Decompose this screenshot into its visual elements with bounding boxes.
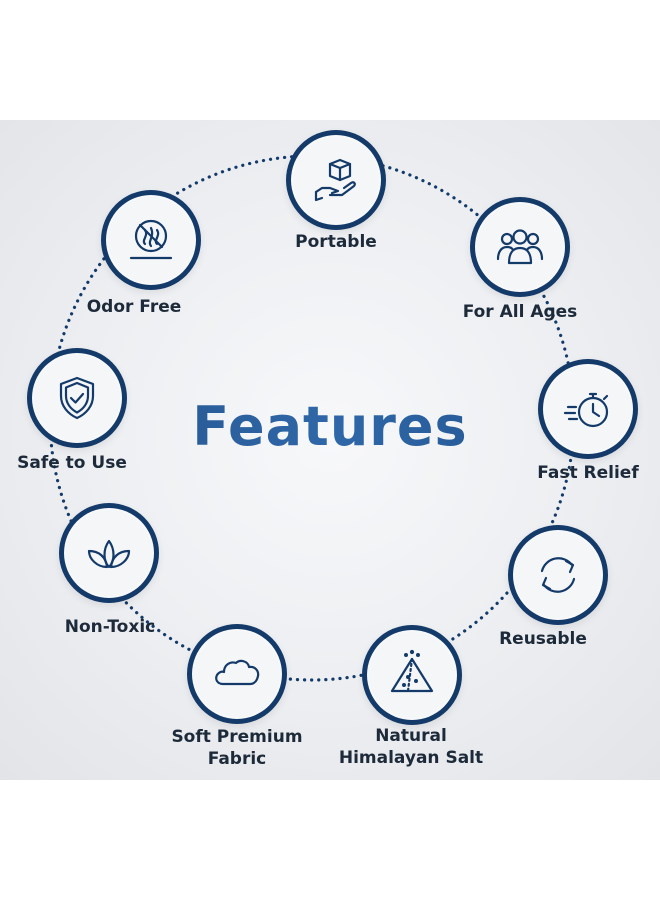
feature-label: Reusable: [499, 629, 587, 649]
portable-badge: [293, 137, 379, 223]
soft-fabric-badge: [194, 631, 280, 717]
feature-label: Portable: [295, 232, 377, 252]
feature-label-line2: Fabric: [207, 749, 267, 769]
salt-pyramid-icon: [390, 649, 434, 693]
non-toxic-badge: [66, 510, 152, 596]
odor-free-badge: [108, 197, 194, 283]
group-people-icon: [496, 229, 544, 265]
leaves-icon: [87, 539, 131, 569]
shield-check-icon: [59, 376, 95, 420]
stopwatch-icon: [563, 392, 609, 428]
feature-label-line1: Soft Premium: [171, 727, 303, 747]
feature-label: Non-Toxic: [64, 617, 156, 637]
refresh-arrows-icon: [540, 557, 576, 593]
feature-label: For All Ages: [462, 302, 578, 322]
reusable-badge: [515, 532, 601, 618]
features-panel: Features Portable For All Ages: [0, 120, 660, 780]
feature-label: Odor Free: [86, 297, 182, 317]
feature-label: Fast Relief: [537, 463, 639, 483]
feature-label: Safe to Use: [17, 453, 127, 473]
feature-label-line2: Himalayan Salt: [338, 748, 484, 768]
no-odor-icon: [129, 219, 173, 260]
cloud-icon: [215, 659, 260, 686]
himalayan-salt-badge: [369, 632, 455, 718]
hand-box-icon: [314, 158, 356, 202]
for-all-ages-badge: [477, 204, 563, 290]
feature-label-line1: Natural: [375, 726, 447, 746]
features-title: Features: [0, 395, 660, 458]
fast-relief-badge: [545, 366, 631, 452]
safe-to-use-badge: [34, 355, 120, 441]
